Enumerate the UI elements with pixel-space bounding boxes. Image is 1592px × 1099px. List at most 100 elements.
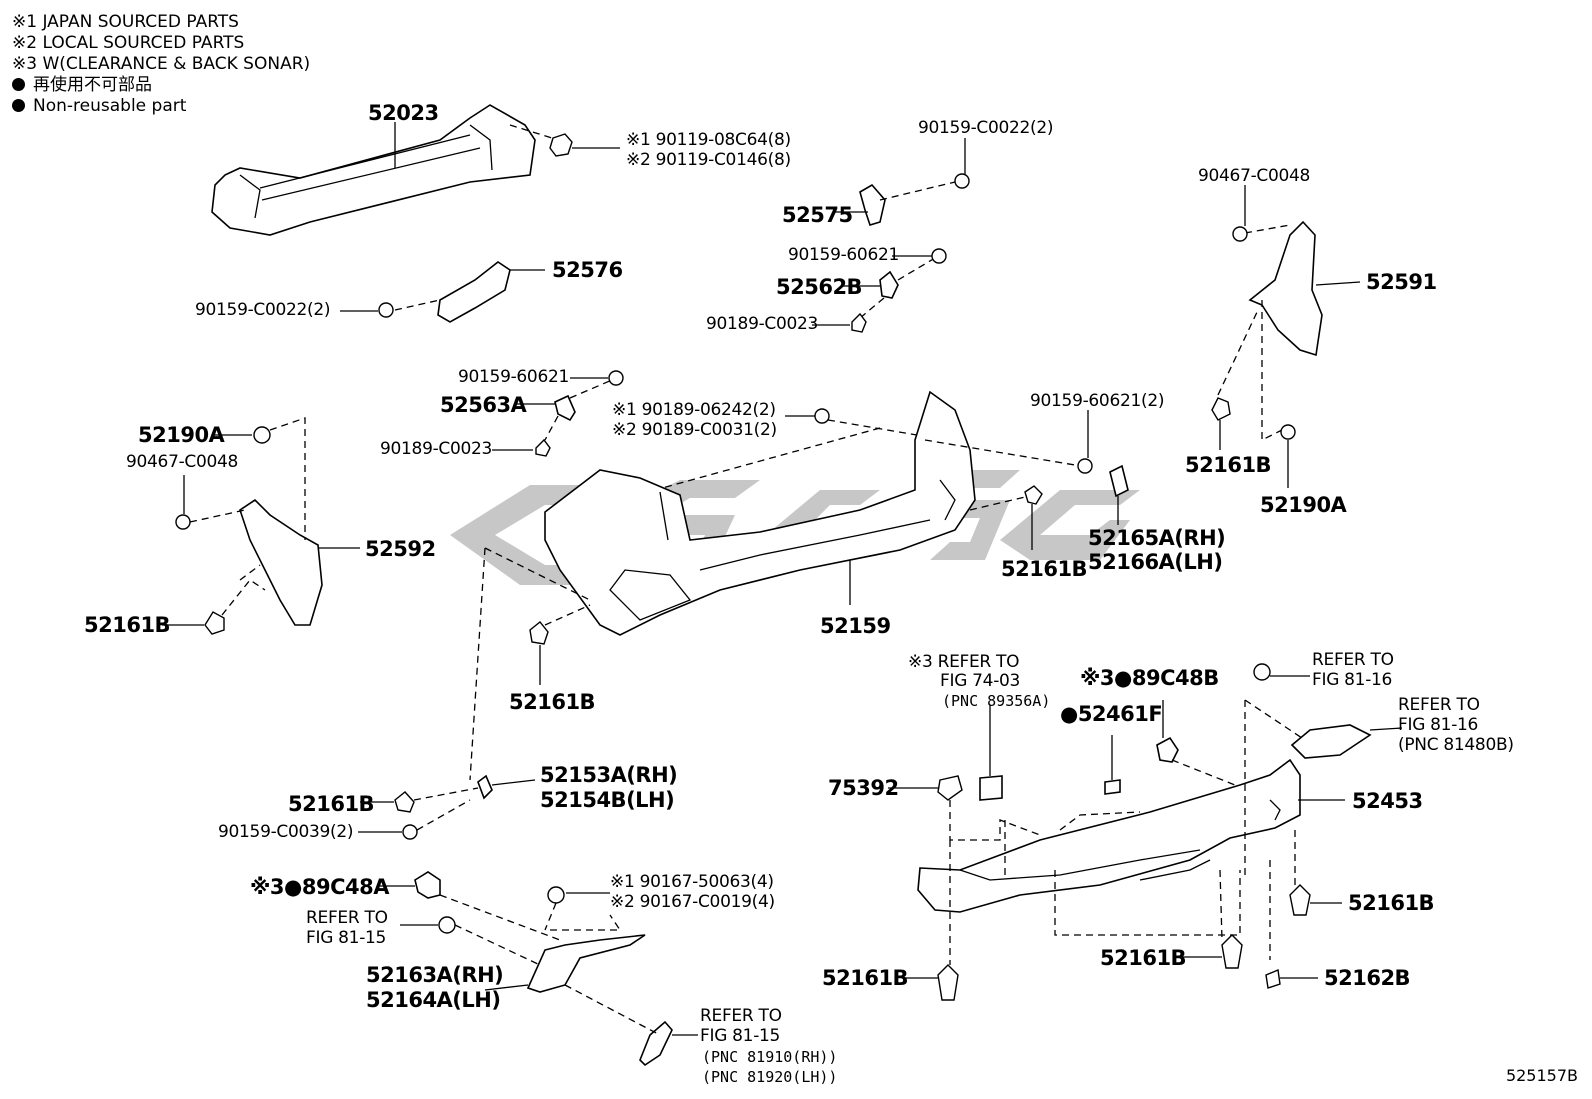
figure-code: 525157B (1505, 1066, 1578, 1085)
label-nut-60621-b[interactable]: 90159-60621 (458, 367, 569, 387)
label-refer-8115-b1[interactable]: REFER TO (700, 1006, 782, 1026)
label-screw-top[interactable]: 90159-C0022(2) (918, 118, 1054, 138)
label-refer-7403-c[interactable]: (PNC 89356A) (942, 692, 1051, 710)
label-nut-c0048-r[interactable]: 90467-C0048 (1198, 166, 1311, 186)
label-clip-c0031[interactable]: ※2 90189-C0031(2) (612, 420, 777, 440)
label-52154B[interactable]: 52154B(LH) (540, 788, 675, 812)
label-nut-60621-c[interactable]: 90159-60621(2) (1030, 391, 1165, 411)
lamp-81480B (1290, 724, 1372, 759)
label-52163A[interactable]: 52163A(RH) (366, 963, 504, 987)
leader-89C48B (1171, 759, 1236, 786)
clip-icon-lc (529, 621, 549, 645)
legend-nonreusable-jp: 再使用不可部品 (12, 75, 310, 96)
clip-icon-m (394, 791, 415, 813)
label-bolt-50063[interactable]: ※1 90167-50063(4) (610, 872, 774, 892)
label-52161B-m[interactable]: 52161B (288, 792, 375, 816)
label-52161B-rb[interactable]: 52161B (1100, 946, 1187, 970)
leader-clip-l-b (239, 564, 261, 581)
label-52166A[interactable]: 52166A(LH) (1088, 550, 1223, 574)
label-nut-60621-a[interactable]: 90159-60621 (788, 245, 899, 265)
lower-bumper-52453 (917, 758, 1301, 913)
label-nut-c0048-l[interactable]: 90467-C0048 (126, 452, 239, 472)
leader-lower-d (1059, 811, 1141, 831)
label-refer-8115-a1[interactable]: REFER TO (306, 908, 388, 928)
label-clip-06242[interactable]: ※1 90189-06242(2) (612, 400, 776, 420)
label-52562B[interactable]: 52562B (776, 275, 863, 299)
pad-52461F (1104, 779, 1121, 795)
label-refer-8116-a2[interactable]: FIG 81-16 (1312, 670, 1393, 690)
label-screw-left[interactable]: 90159-C0022(2) (195, 300, 331, 320)
leader-nut-60621-c (924, 439, 1076, 466)
bracket-52576 (437, 261, 511, 323)
nonreusable-dot-icon (12, 78, 25, 91)
leader-bolt-8115 (454, 924, 541, 966)
label-52190A-l[interactable]: 52190A (138, 423, 225, 447)
label-52461F[interactable]: ●52461F (1060, 702, 1163, 726)
label-52023[interactable]: 52023 (368, 101, 439, 125)
leader-nut-60621-a (897, 257, 936, 281)
label-52161B-rl[interactable]: 52161B (1348, 891, 1435, 915)
retainer-icon-l (253, 426, 271, 444)
label-52161B-l[interactable]: 52161B (84, 613, 171, 637)
bracket-52562B (879, 270, 899, 299)
label-bolt-a2[interactable]: ※2 90119-C0146(8) (626, 150, 791, 170)
label-screw-c0039[interactable]: 90159-C0039(2) (218, 822, 354, 842)
clip-icon-a (851, 312, 867, 333)
leader-lamp-81480B (1369, 727, 1403, 731)
label-75392[interactable]: 75392 (828, 776, 899, 800)
label-52190A-r[interactable]: 52190A (1260, 493, 1347, 517)
bumper-cover-52159 (544, 390, 976, 636)
label-52161B-r[interactable]: 52161B (1185, 453, 1272, 477)
leader-bolt-50063-b (550, 914, 622, 931)
label-clip-c0023-a[interactable]: 90189-C0023 (706, 314, 819, 334)
bracket-52592 (239, 498, 323, 626)
label-89C48A[interactable]: ※3●89C48A (250, 875, 389, 899)
label-refer-7403-b[interactable]: FIG 74-03 (940, 671, 1021, 691)
flange-bolt-icon (549, 133, 573, 157)
label-52159[interactable]: 52159 (820, 614, 891, 638)
label-89C48B[interactable]: ※3●89C48B (1080, 666, 1219, 690)
leader-clip-c0023-a (859, 297, 885, 319)
bolt-icon-8115 (438, 916, 456, 934)
label-refer-7403-a[interactable]: ※3 REFER TO (908, 652, 1020, 672)
leader-89C48A (439, 894, 561, 941)
label-refer-8116-b3[interactable]: (PNC 81480B) (1398, 735, 1514, 755)
legend-item-1: ※1 JAPAN SOURCED PARTS (12, 12, 239, 32)
label-52153A[interactable]: 52153A(RH) (540, 763, 678, 787)
label-bolt-c0019[interactable]: ※2 90167-C0019(4) (610, 892, 775, 912)
clip-icon-l (204, 611, 225, 635)
label-bolt-a1[interactable]: ※1 90119-08C64(8) (626, 130, 791, 150)
label-52164A[interactable]: 52164A(LH) (366, 988, 501, 1012)
label-52161B-c[interactable]: 52161B (1001, 557, 1088, 581)
leader-lower-g (1244, 699, 1306, 741)
clip-icon-b (535, 438, 551, 457)
label-52592[interactable]: 52592 (365, 537, 436, 561)
label-refer-8115-b2[interactable]: FIG 81-15 (700, 1026, 781, 1046)
label-52453[interactable]: 52453 (1352, 789, 1423, 813)
label-refer-8116-b2[interactable]: FIG 81-16 (1398, 715, 1479, 735)
nut-icon-a (931, 248, 947, 264)
label-refer-8116-b1[interactable]: REFER TO (1398, 695, 1480, 715)
sensor-89C48B (1156, 736, 1179, 763)
bracket-52163A (526, 934, 646, 993)
leader-nut-60621-b (569, 379, 613, 399)
nut-icon-r (1232, 226, 1248, 242)
label-refer-8115-a2[interactable]: FIG 81-15 (306, 928, 387, 948)
label-52161B-lc[interactable]: 52161B (509, 690, 596, 714)
label-52162B[interactable]: 52162B (1324, 966, 1411, 990)
label-refer-8116-a1[interactable]: REFER TO (1312, 650, 1394, 670)
label-clip-c0023-b[interactable]: 90189-C0023 (380, 439, 493, 459)
label-52575[interactable]: 52575 (782, 203, 853, 227)
cover-icon-52162B (1265, 969, 1281, 989)
label-52591[interactable]: 52591 (1366, 270, 1437, 294)
label-52165A[interactable]: 52165A(RH) (1088, 526, 1226, 550)
legend-nonreusable-en: Non-reusable part (12, 96, 310, 117)
label-refer-8115-b3[interactable]: (PNC 81910(RH)) (702, 1048, 838, 1066)
clip-icon-ll (937, 964, 959, 1001)
label-52563A[interactable]: 52563A (440, 393, 527, 417)
label-52576[interactable]: 52576 (552, 258, 623, 282)
leader-reflector (564, 984, 661, 1036)
label-refer-8115-b4[interactable]: (PNC 81920(LH)) (702, 1068, 838, 1086)
label-52161B-ll[interactable]: 52161B (822, 966, 909, 990)
clip-75392 (937, 775, 963, 801)
